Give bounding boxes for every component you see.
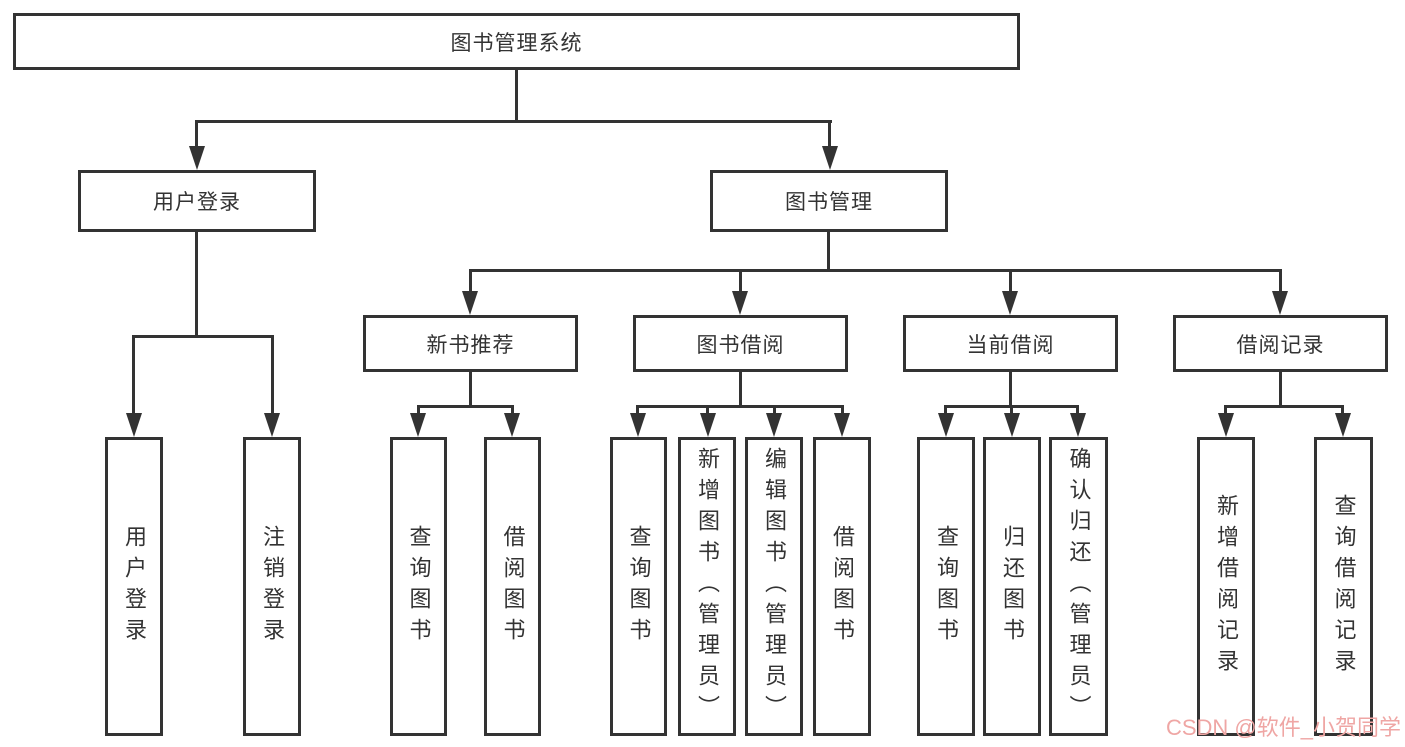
down-arrow-icon xyxy=(822,146,838,170)
leaf-label: 新增图书（管理员） xyxy=(695,447,720,726)
connector-level2-rail xyxy=(196,120,832,123)
connector-cb-drop2 xyxy=(1010,405,1013,417)
down-arrow-icon xyxy=(504,413,520,437)
node-user-login: 用户登录 xyxy=(78,170,316,232)
leaf-bb-add-books-admin: 新增图书（管理员） xyxy=(678,437,736,736)
node-book-management: 图书管理 xyxy=(710,170,948,232)
connector-bb-drop2 xyxy=(706,405,709,417)
connector-level3-rail xyxy=(469,269,1282,272)
node-label: 借阅记录 xyxy=(1236,333,1325,357)
leaf-label: 借阅图书 xyxy=(500,524,526,649)
connector-bb-stem xyxy=(739,372,742,408)
connector-br-rail xyxy=(1224,405,1344,408)
down-arrow-icon xyxy=(264,413,280,437)
down-arrow-icon xyxy=(1004,413,1020,437)
down-arrow-icon xyxy=(938,413,954,437)
leaf-logout: 注销登录 xyxy=(243,437,301,736)
down-arrow-icon xyxy=(410,413,426,437)
down-arrow-icon xyxy=(700,413,716,437)
down-arrow-icon xyxy=(1002,291,1018,315)
node-library-management-system: 图书管理系统 xyxy=(13,13,1020,70)
connector-rec-rail xyxy=(417,405,514,408)
node-label: 新书推荐 xyxy=(426,333,515,357)
leaf-rec-borrow-books: 借阅图书 xyxy=(484,437,541,736)
connector-logout-drop xyxy=(271,335,274,417)
leaf-label: 用户登录 xyxy=(122,524,147,649)
leaf-label: 编辑图书（管理员） xyxy=(762,447,787,726)
csdn-watermark: CSDN @软件_小贺同学 xyxy=(1165,715,1401,740)
down-arrow-icon xyxy=(834,413,850,437)
down-arrow-icon xyxy=(462,291,478,315)
node-new-book-recommend: 新书推荐 xyxy=(363,315,578,372)
connector-cb-drop1 xyxy=(944,405,947,417)
leaf-cb-confirm-return-admin: 确认归还（管理员） xyxy=(1049,437,1108,736)
node-label: 图书借阅 xyxy=(696,333,785,357)
leaf-label: 确认归还（管理员） xyxy=(1066,447,1092,726)
down-arrow-icon xyxy=(1070,413,1086,437)
leaf-rec-query-books: 查询图书 xyxy=(390,437,447,736)
down-arrow-icon xyxy=(630,413,646,437)
connector-bb-drop4 xyxy=(841,405,844,417)
node-label: 图书管理 xyxy=(785,191,873,214)
connector-bb-drop1 xyxy=(636,405,639,417)
connector-root-stem xyxy=(515,70,518,123)
connector-book-mgmt-drop xyxy=(828,120,831,150)
connector-login-drop xyxy=(132,335,135,417)
connector-rec-drop2 xyxy=(511,405,514,417)
node-borrow-records: 借阅记录 xyxy=(1173,315,1388,372)
down-arrow-icon xyxy=(1272,291,1288,315)
connector-bb-rail xyxy=(636,405,844,408)
leaf-label: 查询图书 xyxy=(626,524,652,649)
leaf-bb-edit-books-admin: 编辑图书（管理员） xyxy=(745,437,803,736)
leaf-label: 查询图书 xyxy=(934,524,959,649)
connector-new-book-rec-drop xyxy=(469,269,472,295)
connector-book-borrow-drop xyxy=(739,269,742,295)
connector-user-login-drop xyxy=(195,120,198,150)
connector-user-login-rail xyxy=(132,335,274,338)
leaf-bb-borrow-books: 借阅图书 xyxy=(813,437,871,736)
leaf-cb-query-books: 查询图书 xyxy=(917,437,975,736)
leaf-label: 注销登录 xyxy=(260,524,285,649)
leaf-label: 归还图书 xyxy=(1000,524,1025,649)
node-current-borrow: 当前借阅 xyxy=(903,315,1118,372)
down-arrow-icon xyxy=(189,146,205,170)
connector-current-borrow-drop xyxy=(1009,269,1012,295)
connector-cb-stem xyxy=(1009,372,1012,408)
leaf-label: 借阅图书 xyxy=(830,524,855,649)
connector-user-login-stem xyxy=(195,232,198,338)
connector-borrow-records-drop xyxy=(1279,269,1282,295)
leaf-br-add-record: 新增借阅记录 xyxy=(1197,437,1255,736)
connector-rec-drop1 xyxy=(417,405,420,417)
down-arrow-icon xyxy=(766,413,782,437)
down-arrow-icon xyxy=(1218,413,1234,437)
down-arrow-icon xyxy=(126,413,142,437)
connector-cb-drop3 xyxy=(1076,405,1079,417)
down-arrow-icon xyxy=(1335,413,1351,437)
connector-rec-stem xyxy=(469,372,472,408)
node-label: 用户登录 xyxy=(153,191,241,214)
connector-book-mgmt-stem xyxy=(827,232,830,272)
connector-br-drop2 xyxy=(1341,405,1344,417)
connector-bb-drop3 xyxy=(773,405,776,417)
connector-br-stem xyxy=(1279,372,1282,408)
leaf-cb-return-books: 归还图书 xyxy=(983,437,1041,736)
leaf-label: 查询借阅记录 xyxy=(1331,493,1357,680)
leaf-label: 新增借阅记录 xyxy=(1214,493,1239,680)
node-label: 图书管理系统 xyxy=(450,31,583,55)
down-arrow-icon xyxy=(732,291,748,315)
leaf-user-login: 用户登录 xyxy=(105,437,163,736)
node-book-borrow: 图书借阅 xyxy=(633,315,848,372)
leaf-label: 查询图书 xyxy=(406,524,432,649)
connector-br-drop1 xyxy=(1224,405,1227,417)
leaf-bb-query-books: 查询图书 xyxy=(610,437,667,736)
node-label: 当前借阅 xyxy=(966,333,1055,357)
leaf-br-query-record: 查询借阅记录 xyxy=(1314,437,1373,736)
